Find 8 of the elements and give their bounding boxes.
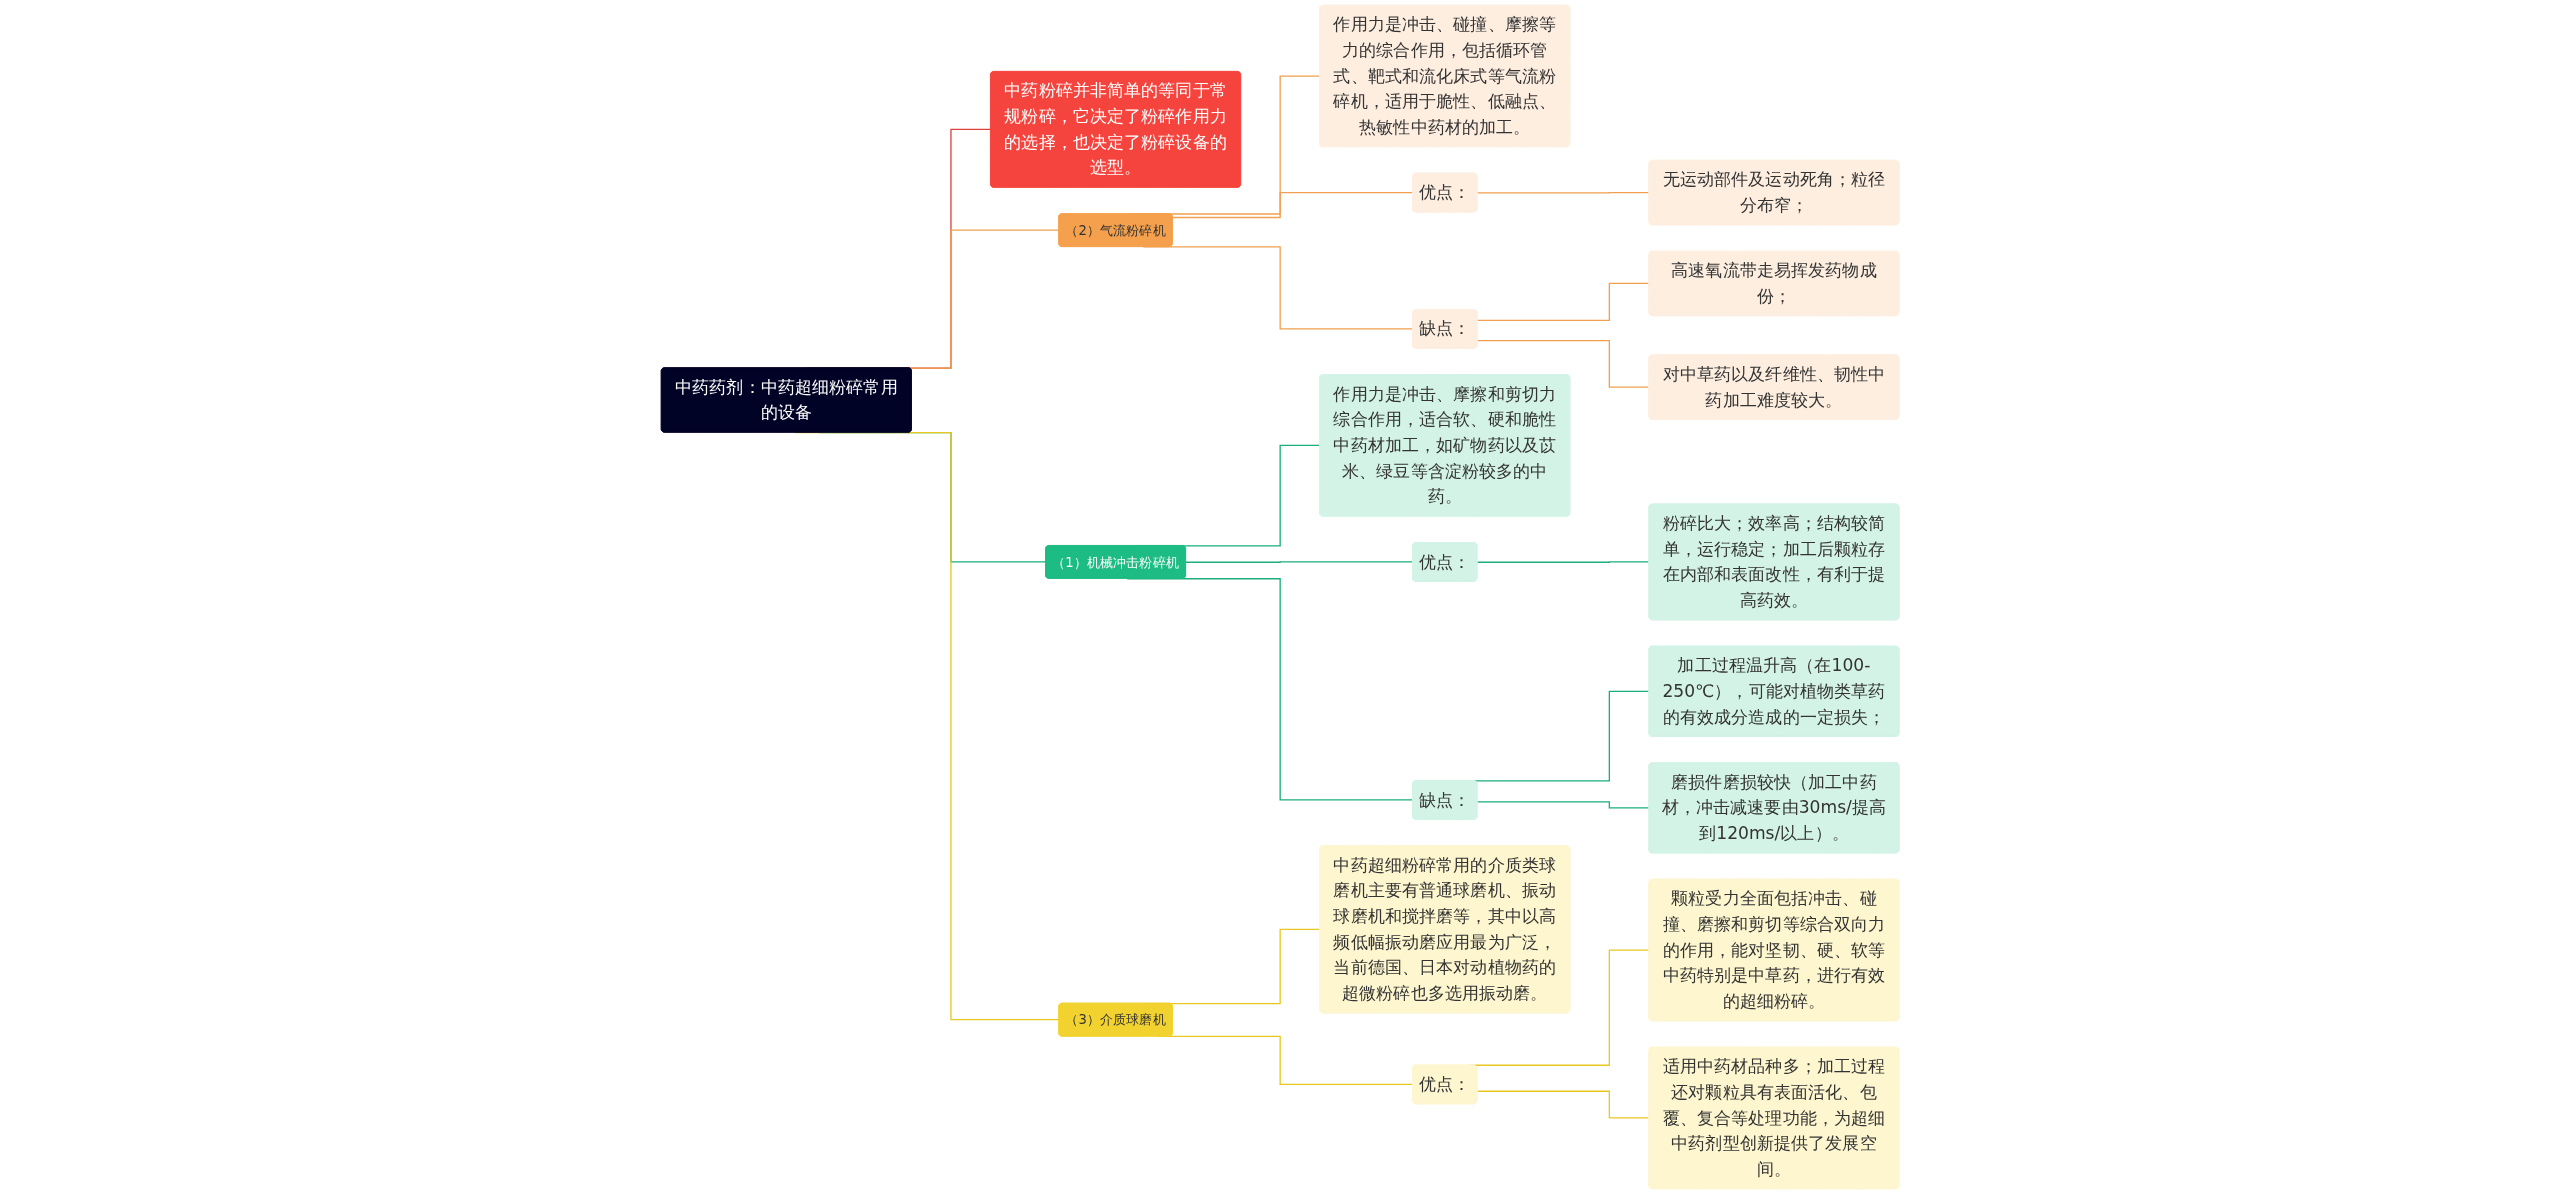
connector (1171, 191, 1414, 219)
connector (1476, 191, 1650, 194)
connector (1476, 339, 1650, 389)
connector (1476, 282, 1650, 321)
connector (1476, 561, 1650, 563)
connector (1185, 561, 1414, 563)
connector (1476, 801, 1650, 809)
connector (1476, 1090, 1650, 1119)
